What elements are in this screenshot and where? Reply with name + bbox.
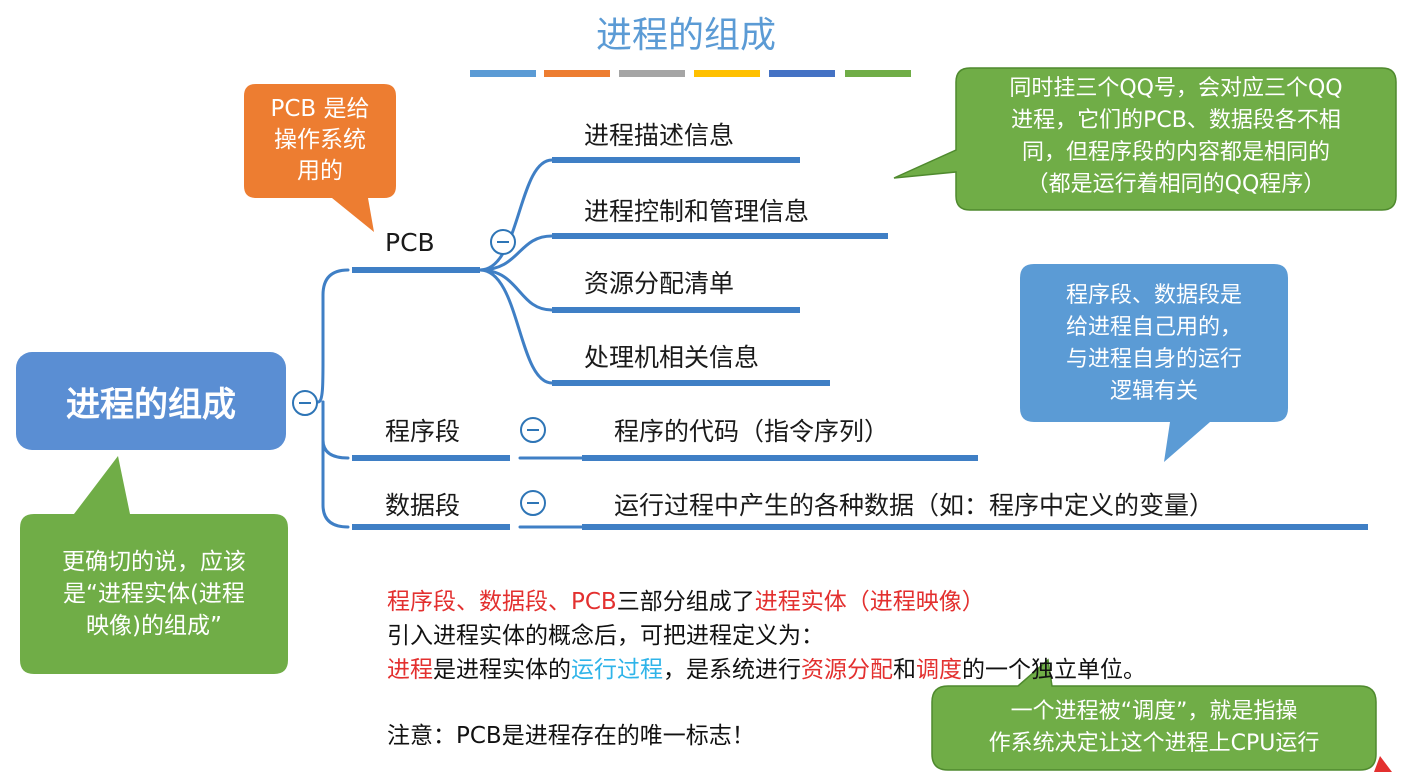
program-segment-child[interactable]: 程序的代码（指令序列） xyxy=(614,417,890,446)
data-segment-collapse-icon[interactable] xyxy=(520,490,546,516)
note-term-process: 进程 xyxy=(387,657,433,683)
entity-callout: 更确切的说，应该 是“进程实体(进程 映像)的组成” xyxy=(20,546,288,642)
segment-callout-line: 程序段、数据段是 xyxy=(1065,283,1242,308)
note-text: 三部分组成了 xyxy=(616,589,755,615)
pcb-child-resources[interactable]: 资源分配清单 xyxy=(584,269,735,298)
accent-bar-5 xyxy=(769,70,835,77)
entity-callout-shape xyxy=(20,456,288,674)
qq-callout: 同时挂三个QQ号，会对应三个QQ 进程，它们的PCB、数据段各不相 同，但程序段… xyxy=(956,73,1396,201)
note-line-attention: 注意：PCB是进程存在的唯一标志！ xyxy=(387,723,755,749)
pcb-callout-line: 操作系统 xyxy=(274,127,366,153)
connector-pcb-child-4 xyxy=(478,268,554,385)
qq-callout-line: 同，但程序段的内容都是相同的 xyxy=(1021,140,1330,165)
qq-callout-line: （都是运行着相同的QQ程序） xyxy=(1026,172,1326,197)
qq-callout-line: 进程，它们的PCB、数据段各不相 xyxy=(1011,108,1341,133)
note-text: 和 xyxy=(893,657,916,683)
note-term-components: 程序段、数据段、PCB xyxy=(387,589,617,615)
accent-bar-1 xyxy=(470,70,536,77)
segment-callout-line: 给进程自己用的， xyxy=(1065,315,1242,340)
accent-bar-6 xyxy=(845,70,911,77)
accent-bar-4 xyxy=(694,70,760,77)
note-term-resource-allocation: 资源分配 xyxy=(801,657,893,683)
note-term-scheduling: 调度 xyxy=(916,657,962,683)
connector-pcb-child-1 xyxy=(478,158,554,272)
schedule-callout-line: 一个进程被“调度”，就是指操 xyxy=(1010,699,1298,724)
connector-data-segment xyxy=(321,400,350,529)
note-term-process-entity: 进程实体（进程映像） xyxy=(754,589,985,615)
branch-data-segment[interactable]: 数据段 xyxy=(385,491,461,520)
segment-callout-line: 与进程自身的运行 xyxy=(1065,347,1242,372)
center-collapse-icon[interactable] xyxy=(292,390,318,416)
entity-callout-line: 映像)的组成” xyxy=(86,613,222,639)
program-segment-collapse-icon[interactable] xyxy=(520,417,546,443)
connector-pcb xyxy=(316,268,350,404)
data-segment-child[interactable]: 运行过程中产生的各种数据（如：程序中定义的变量） xyxy=(614,491,1215,520)
note-text: 的一个独立单位。 xyxy=(962,657,1146,683)
corner-mark xyxy=(1374,756,1392,772)
schedule-callout-shape xyxy=(931,658,1377,771)
entity-callout-line: 是“进程实体(进程 xyxy=(63,581,245,607)
accent-bar-2 xyxy=(544,70,610,77)
connector-pcb-child-3 xyxy=(478,268,554,312)
center-node[interactable]: 进程的组成 xyxy=(16,352,286,450)
note-text: ，是系统进行 xyxy=(663,657,801,683)
page-title: 进程的组成 xyxy=(595,15,776,56)
qq-callout-shape xyxy=(893,67,1397,211)
pcb-child-control[interactable]: 进程控制和管理信息 xyxy=(584,197,810,226)
connector-pcb-child-2 xyxy=(478,234,554,272)
branch-program-segment[interactable]: 程序段 xyxy=(385,417,461,446)
segment-callout-line: 逻辑有关 xyxy=(1109,379,1198,404)
pcb-collapse-icon[interactable] xyxy=(490,229,516,255)
pcb-child-processor[interactable]: 处理机相关信息 xyxy=(584,343,760,372)
pcb-callout: PCB 是给 操作系统 用的 xyxy=(244,94,396,187)
accent-bar-3 xyxy=(619,70,685,77)
note-term-running: 运行过程 xyxy=(571,657,663,683)
pcb-callout-shape xyxy=(244,84,396,232)
pcb-callout-line: 用的 xyxy=(297,158,343,184)
branch-pcb[interactable]: PCB xyxy=(385,228,435,257)
pcb-callout-line: PCB 是给 xyxy=(270,96,370,122)
segment-callout-shape xyxy=(1020,264,1288,462)
note-line-definition: 进程是进程实体的运行过程，是系统进行资源分配和调度的一个独立单位。 xyxy=(387,650,1146,684)
pcb-child-description[interactable]: 进程描述信息 xyxy=(584,121,735,150)
qq-callout-line: 同时挂三个QQ号，会对应三个QQ xyxy=(1009,76,1343,101)
schedule-callout-line: 作系统决定让这个进程上CPU运行 xyxy=(988,731,1320,756)
connector-program-segment xyxy=(321,400,350,460)
segment-callout: 程序段、数据段是 给进程自己用的， 与进程自身的运行 逻辑有关 xyxy=(1020,280,1288,408)
note-text: 是进程实体的 xyxy=(433,657,571,683)
entity-callout-line: 更确切的说，应该 xyxy=(62,549,246,575)
schedule-callout: 一个进程被“调度”，就是指操 作系统决定让这个进程上CPU运行 xyxy=(932,696,1376,760)
note-line-composition: 程序段、数据段、PCB三部分组成了进程实体（进程映像） xyxy=(387,582,985,616)
note-line-definition-intro: 引入进程实体的概念后，可把进程定义为： xyxy=(387,623,824,649)
